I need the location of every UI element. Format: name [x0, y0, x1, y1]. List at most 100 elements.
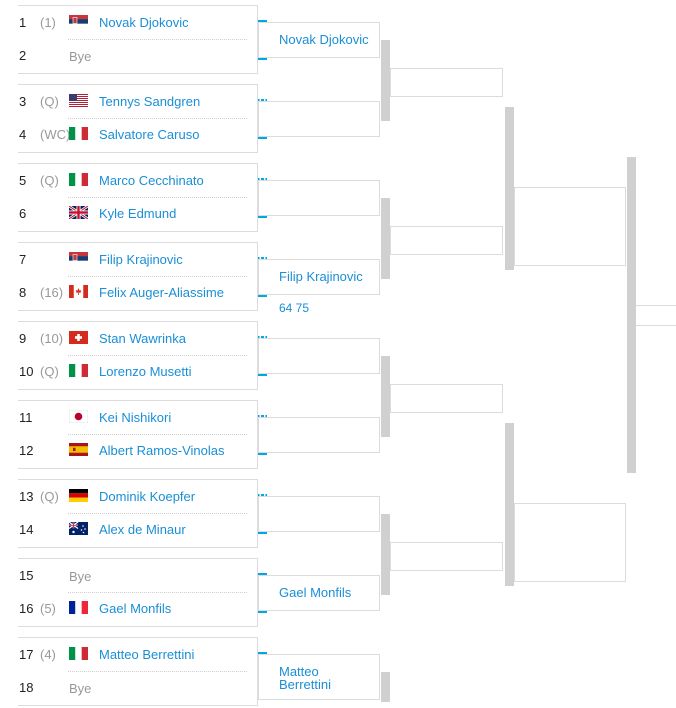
- bracket-connector: [627, 157, 636, 473]
- match-card: 3 (Q) Tennys Sandgren 4 (WC) Salvatore Caruso…: [18, 84, 267, 153]
- draw-position: 4: [19, 127, 27, 142]
- player-row: 9 (10) Stan Wawrinka: [18, 322, 257, 356]
- round2-slot: Novak Djokovic: [258, 22, 380, 58]
- italy-flag-icon: [69, 647, 88, 660]
- bracket-connector: [505, 106, 514, 270]
- player-row: 14 Alex de Minaur: [18, 513, 257, 547]
- bye-label: Bye: [69, 681, 92, 696]
- serbia-flag-icon: [69, 15, 88, 28]
- draw-position: 17: [19, 647, 34, 662]
- match-score: 64 75: [279, 301, 310, 315]
- seed-label: (10): [40, 331, 64, 346]
- uk-flag-icon: [69, 206, 88, 219]
- seed-label: (Q): [40, 173, 59, 188]
- row-divider: [68, 118, 247, 119]
- player-row: 5 (Q) Marco Cecchinato: [18, 164, 257, 198]
- player-name-link[interactable]: Kyle Edmund: [99, 206, 177, 221]
- player-name-link[interactable]: Albert Ramos-Vinolas: [99, 443, 225, 458]
- bracket-connector: [381, 40, 390, 121]
- player-name-link[interactable]: Marco Cecchinato: [99, 173, 204, 188]
- seed-label: (16): [40, 285, 64, 300]
- player-name-link[interactable]: Alex de Minaur: [99, 522, 186, 537]
- draw-position: 12: [19, 443, 34, 458]
- player-name-link[interactable]: Dominik Koepfer: [99, 489, 196, 504]
- player-name-link[interactable]: Novak Djokovic: [99, 15, 189, 30]
- advancing-player-link[interactable]: Filip Krajinovic: [279, 269, 363, 284]
- player-name-link[interactable]: Felix Auger-Aliassime: [99, 285, 224, 300]
- bracket-connector: [381, 672, 390, 702]
- row-divider: [68, 592, 247, 593]
- draw-position: 8: [19, 285, 27, 300]
- draw-position: 3: [19, 94, 27, 109]
- round3-slot: [390, 384, 503, 413]
- switzerland-flag-icon: [69, 331, 88, 344]
- round2-slot: Filip Krajinovic: [258, 259, 380, 295]
- canada-flag-icon: [69, 285, 88, 298]
- player-row: 10(Q)Lorenzo Musetti: [18, 355, 257, 389]
- player-name-link[interactable]: Lorenzo Musetti: [99, 364, 192, 379]
- round2-slot: [258, 338, 380, 374]
- row-divider: [68, 434, 247, 435]
- seed-label: (WC): [40, 127, 71, 142]
- row-divider: [68, 355, 247, 356]
- draw-position: 13: [19, 489, 34, 504]
- draw-position: 15: [19, 568, 34, 583]
- round3-slot: [390, 542, 503, 571]
- player-row: 17 (4) Matteo Berrettini: [18, 638, 257, 672]
- advancing-player-link[interactable]: Gael Monfils: [279, 585, 352, 600]
- seed-label: (Q): [40, 94, 59, 109]
- bracket-connector: [381, 514, 390, 595]
- draw-position: 16: [19, 601, 34, 616]
- player-name-link[interactable]: Tennys Sandgren: [99, 94, 201, 109]
- row-divider: [68, 513, 247, 514]
- bracket-line: [636, 325, 676, 326]
- draw-position: 11: [19, 410, 33, 425]
- round2-slot: Matteo Berrettini: [258, 654, 380, 700]
- round2-slot: [258, 417, 380, 453]
- draw-position: 6: [19, 206, 27, 221]
- player-row: 8 (16) Felix Auger-Aliassime: [18, 276, 257, 310]
- row-divider: [68, 39, 247, 40]
- player-name-link[interactable]: Kei Nishikori: [99, 410, 172, 425]
- draw-position: 1: [19, 15, 27, 30]
- italy-flag-icon: [69, 364, 88, 377]
- bracket-connector: [381, 356, 390, 437]
- japan-flag-icon: [69, 410, 88, 423]
- player-name-link[interactable]: Matteo Berrettini: [99, 647, 195, 662]
- round2-slot: [258, 101, 380, 137]
- france-flag-icon: [69, 601, 88, 614]
- player-row: 12 Albert Ramos-Vinolas: [18, 434, 257, 468]
- seed-label: (4): [40, 647, 56, 662]
- round4-slot: [514, 502, 626, 582]
- round2-slot: [258, 180, 380, 216]
- serbia-flag-icon: [69, 252, 88, 265]
- draw-position: 7: [19, 252, 27, 267]
- player-row: 7 Filip Krajinovic: [18, 243, 257, 277]
- seed-label: (1): [40, 15, 56, 30]
- draw-position: 14: [19, 522, 34, 537]
- advancing-player-link[interactable]: Matteo Berrettini: [279, 664, 332, 692]
- player-row: 16 (5) Gael Monfils: [18, 592, 257, 626]
- player-name-link[interactable]: Filip Krajinovic: [99, 252, 183, 267]
- draw-position: 9: [19, 331, 27, 346]
- seed-label: (5): [40, 601, 56, 616]
- draw-position: 5: [19, 173, 27, 188]
- bye-label: Bye: [69, 49, 92, 64]
- player-row: 3 (Q) Tennys Sandgren: [18, 85, 257, 119]
- advancing-player-link[interactable]: Novak Djokovic: [279, 32, 369, 47]
- player-row: 4 (WC) Salvatore Caruso: [18, 118, 257, 152]
- bracket-connector: [381, 198, 390, 279]
- bracket-line: [636, 305, 676, 306]
- player-name-link[interactable]: Gael Monfils: [99, 601, 172, 616]
- player-row: 13(Q)Dominik Koepfer: [18, 480, 257, 514]
- player-row: 6 Kyle Edmund: [18, 197, 257, 231]
- player-name-link[interactable]: Salvatore Caruso: [99, 127, 200, 142]
- player-name-link[interactable]: Stan Wawrinka: [99, 331, 186, 346]
